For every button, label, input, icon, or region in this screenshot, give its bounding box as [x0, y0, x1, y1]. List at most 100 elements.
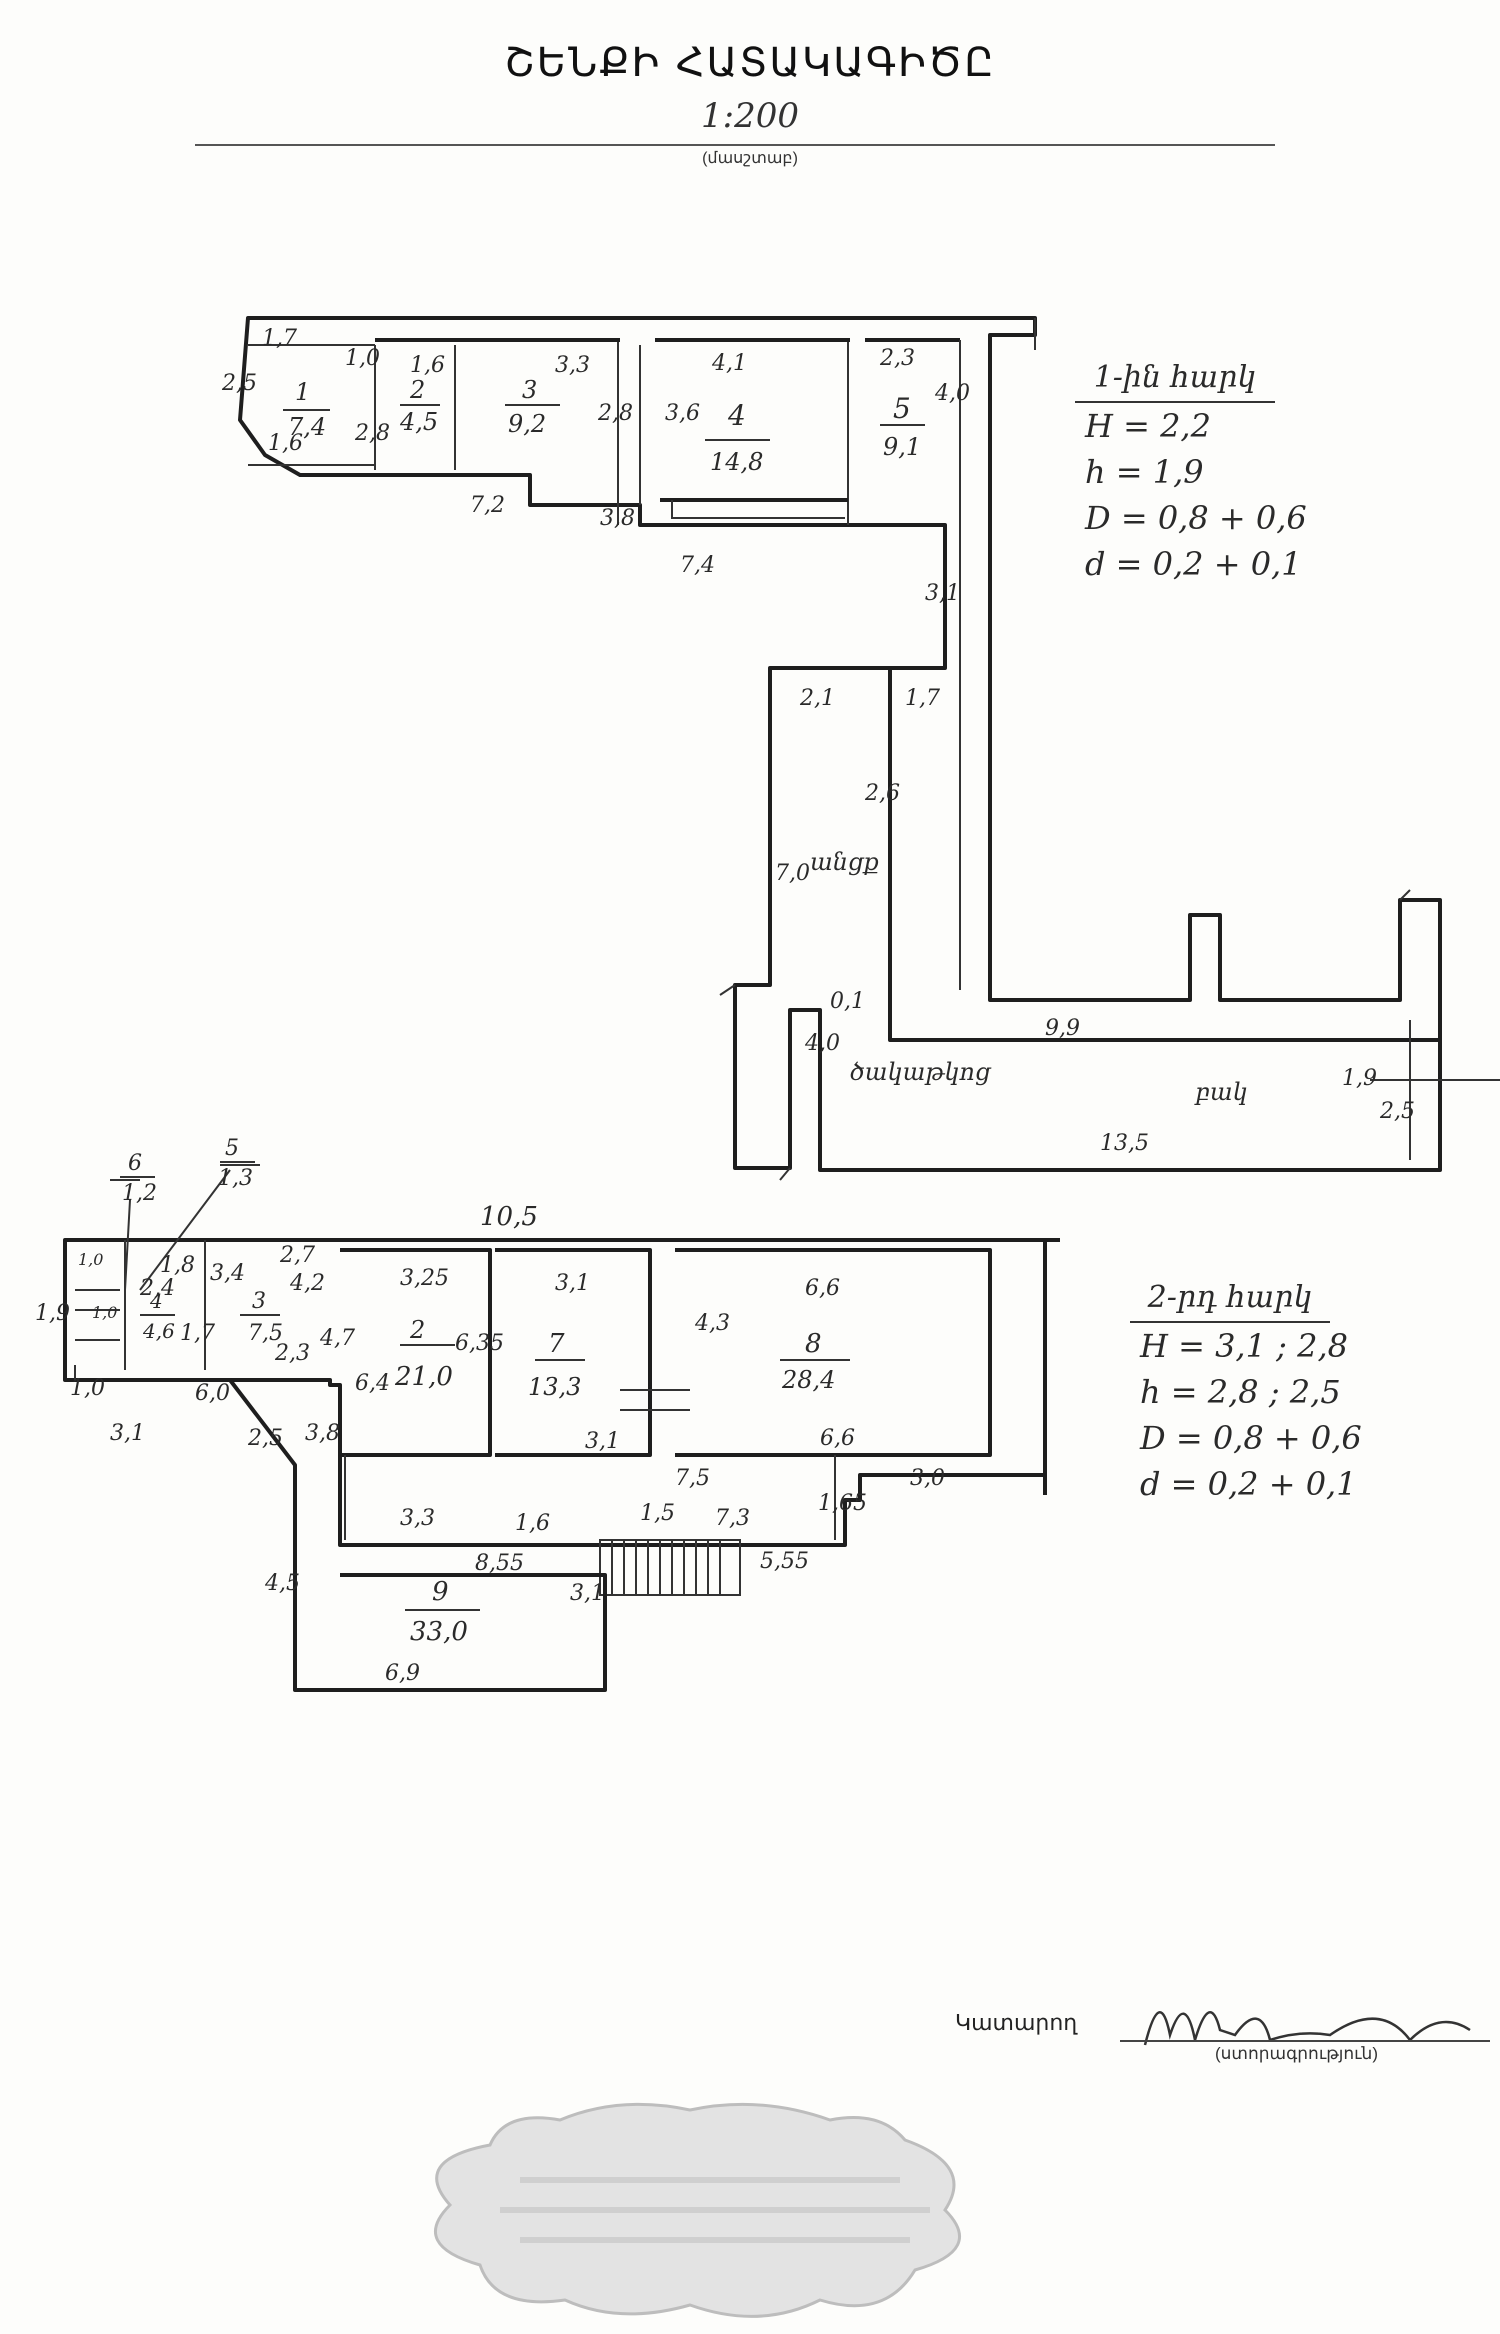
dimension-label: 4,0: [934, 381, 970, 406]
scale-caption: (մասշտաբ): [702, 150, 798, 167]
room-area: 4,6: [142, 1319, 175, 1343]
legend-line: d = 0,2 + 0,1: [1085, 545, 1302, 583]
dimension-label: 1,9: [1342, 1066, 1377, 1091]
staircase: [599, 1539, 741, 1596]
room-area: 9,1: [883, 433, 921, 461]
dimension-label: 1,9: [35, 1301, 70, 1326]
dimension-label: 6,0: [195, 1381, 230, 1406]
floor1-plan: [238, 316, 1500, 1181]
dimension-label: 4,7: [319, 1326, 355, 1351]
dimension-label: 3,25: [400, 1266, 449, 1291]
dimension-label: 3,8: [305, 1421, 340, 1446]
document-title: ՇԵՆՔԻ ՀԱՏԱԿԱԳԻԾԸ: [504, 40, 996, 86]
room-number: 5: [225, 1136, 239, 1161]
room-area: 9,2: [508, 410, 546, 438]
title-rule: [195, 144, 1275, 146]
dimension-label: 7,5: [675, 1466, 710, 1491]
dimension-label: 4,3: [694, 1311, 730, 1336]
dimension-label: 2,4: [139, 1276, 175, 1301]
dimension-label: 8,55: [475, 1551, 524, 1576]
room-number: 8: [805, 1329, 822, 1359]
dimension-label: 7,2: [470, 493, 505, 518]
dimension-label: 2,3: [879, 346, 915, 371]
dimension-label: 1,6: [410, 353, 445, 378]
dimension-label: 1,0: [345, 346, 380, 371]
legend-line: D = 0,8 + 0,6: [1140, 1419, 1362, 1457]
dimension-label: 4,1: [711, 351, 747, 376]
room-area: 4,5: [399, 408, 438, 436]
room-area: 14,8: [710, 448, 763, 476]
dimension-label: 7,4: [680, 553, 715, 578]
dimension-label: 7,3: [715, 1506, 750, 1531]
dimension-label: 5,55: [760, 1549, 809, 1574]
dimension-label: 2,8: [354, 421, 390, 446]
dimension-label: 1,8: [160, 1253, 195, 1278]
dimension-label: 2,7: [279, 1243, 315, 1268]
floor2-legend-title: 2-րդ հարկ: [1130, 1280, 1330, 1323]
dimension-label: 1,0: [78, 1250, 103, 1269]
dimension-label: 6,6: [805, 1276, 840, 1301]
dimension-label: 6,9: [385, 1661, 420, 1686]
dimension-label: 2,5: [247, 1426, 283, 1451]
room-area: 1,3: [218, 1166, 253, 1191]
dimension-label: 3,0: [910, 1466, 945, 1491]
dimension-label: 10,5: [480, 1202, 538, 1232]
dimension-label: 0,1: [830, 989, 865, 1014]
room-number: 9: [432, 1577, 449, 1607]
room-number: 7: [548, 1329, 565, 1359]
seal: [433, 2102, 962, 2318]
dimension-label: 3,3: [400, 1506, 435, 1531]
signature-scribble: [1143, 2010, 1471, 2046]
dimension-label: 3,1: [555, 1271, 590, 1296]
performer-label: Կատարող: [955, 2010, 1078, 2035]
dimension-label: 2,8: [597, 401, 633, 426]
room-number: 3: [252, 1289, 266, 1314]
dimension-label: 1,7: [905, 686, 940, 711]
floor1-legend-title: 1-ին հարկ: [1075, 360, 1275, 403]
signature-line: [1120, 2040, 1490, 2042]
floor2-dimensions: 10,5 3,25 6,35 3,1 4,3 6,6 6,6 3,1 7,5 3…: [35, 1202, 945, 1686]
corridor-label: ծակաթկոց: [850, 1058, 992, 1086]
room-number: 6: [128, 1151, 142, 1176]
room-number: 1: [295, 378, 310, 406]
dimension-label: 1,0: [70, 1376, 105, 1401]
dimension-label: 2,5: [1379, 1099, 1415, 1124]
legend-line: H = 2,2: [1085, 407, 1211, 445]
floor2-legend: 2-րդ հարկ H = 3,1 ; 2,8 h = 2,8 ; 2,5 D …: [1130, 1280, 1362, 1507]
legend-line: d = 0,2 + 0,1: [1140, 1465, 1357, 1503]
floor1-dimensions: 1,7 1,0 1,6 3,3 4,1 2,3 4,0 7,2 7,4 3,1 …: [221, 326, 1415, 1156]
legend-line: H = 3,1 ; 2,8: [1140, 1327, 1348, 1365]
floor2-plan: [63, 1164, 1060, 1692]
dimension-label: 3,1: [110, 1421, 145, 1446]
floor1-legend: 1-ին հարկ H = 2,2 h = 1,9 D = 0,8 + 0,6 …: [1075, 360, 1307, 587]
dimension-label: 1,6: [515, 1511, 550, 1536]
room-number: 2: [409, 376, 425, 404]
dimension-label: 1,7: [180, 1321, 215, 1346]
dimension-label: 2,1: [799, 686, 835, 711]
floor1-room-labels: 1 7,4 2 4,5 3 9,2 4 14,8 5 9,1: [283, 376, 925, 476]
room-area: 13,3: [528, 1373, 581, 1401]
floor2-room-labels: 2 21,0 3 7,5 4 4,6 5 1,3 6 1,2 7 13,3 8 …: [120, 1136, 850, 1647]
legend-line: D = 0,8 + 0,6: [1085, 499, 1307, 537]
room-area: 21,0: [394, 1362, 453, 1392]
dimension-label: 6,6: [820, 1426, 855, 1451]
dimension-label: 1,7: [262, 326, 297, 351]
dimension-label: 3,1: [925, 581, 960, 606]
signature-caption: (ստորագրություն): [1215, 2044, 1378, 2063]
dimension-label: 1,0: [92, 1303, 117, 1322]
dimension-label: 7,0: [775, 861, 810, 886]
room-area: 1,2: [122, 1181, 157, 1206]
yard-label: բակ: [1194, 1078, 1248, 1106]
dimension-label: 2,3: [274, 1341, 310, 1366]
dimension-label: 1,6: [268, 431, 303, 456]
room-area: 33,0: [410, 1617, 468, 1647]
dimension-label: 3,1: [570, 1581, 605, 1606]
dimension-label: 2,6: [864, 781, 900, 806]
dimension-label: 13,5: [1100, 1131, 1149, 1156]
dimension-label: 4,0: [804, 1031, 840, 1056]
dimension-label: 3,8: [600, 506, 635, 531]
dimension-label: 6,35: [455, 1331, 504, 1356]
room-number: 4: [149, 1289, 163, 1313]
dimension-label: 4,2: [289, 1271, 325, 1296]
